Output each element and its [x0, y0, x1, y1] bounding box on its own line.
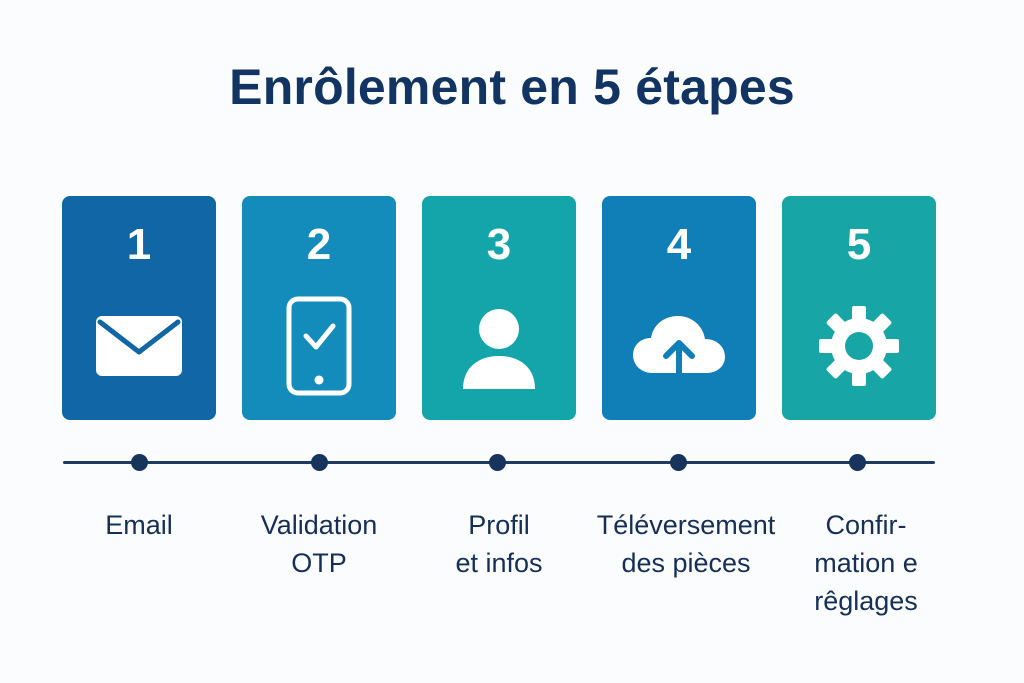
timeline-dot-2	[311, 454, 328, 471]
step-label-line: Email	[105, 510, 173, 540]
step-label-line: mation e	[814, 548, 918, 578]
step-number: 1	[126, 220, 152, 269]
timeline-dot-1	[131, 454, 148, 471]
gear-icon	[819, 306, 899, 386]
step-number: 5	[846, 220, 872, 269]
step-label-line: Téléversement	[596, 510, 776, 540]
step-label-line: Profil	[468, 510, 530, 540]
envelope-icon	[96, 316, 182, 376]
cloud-upload-icon	[633, 316, 725, 378]
step-label-line: et infos	[455, 548, 543, 578]
step-label-line: Validation	[260, 510, 378, 540]
step-label-1: Email	[24, 506, 254, 544]
step-card-1: 1	[62, 196, 216, 420]
timeline-dot-3	[489, 454, 506, 471]
step-number: 3	[486, 220, 512, 269]
step-label-line: OTP	[291, 548, 347, 578]
step-label-line: rêglages	[814, 586, 918, 616]
step-card-2: 2	[242, 196, 396, 420]
timeline-dot-4	[670, 454, 687, 471]
step-card-4: 4	[602, 196, 756, 420]
user-icon	[463, 309, 535, 389]
step-number: 2	[306, 220, 332, 269]
step-card-3: 3	[422, 196, 576, 420]
step-label-3: Profil et infos	[384, 506, 614, 582]
page-title: Enrôlement en 5 étapes	[229, 59, 795, 115]
step-card-5: 5	[782, 196, 936, 420]
step-number: 4	[666, 220, 692, 269]
timeline-dot-5	[849, 454, 866, 471]
step-label-2: Validation OTP	[204, 506, 434, 582]
step-label-5: Confir- mation e rêglages	[751, 506, 981, 620]
step-label-4: Téléversement des pièces	[571, 506, 801, 582]
step-label-line: des pièces	[621, 548, 751, 578]
smartphone-check-icon	[286, 296, 352, 396]
step-label-line: Confir-	[825, 510, 907, 540]
